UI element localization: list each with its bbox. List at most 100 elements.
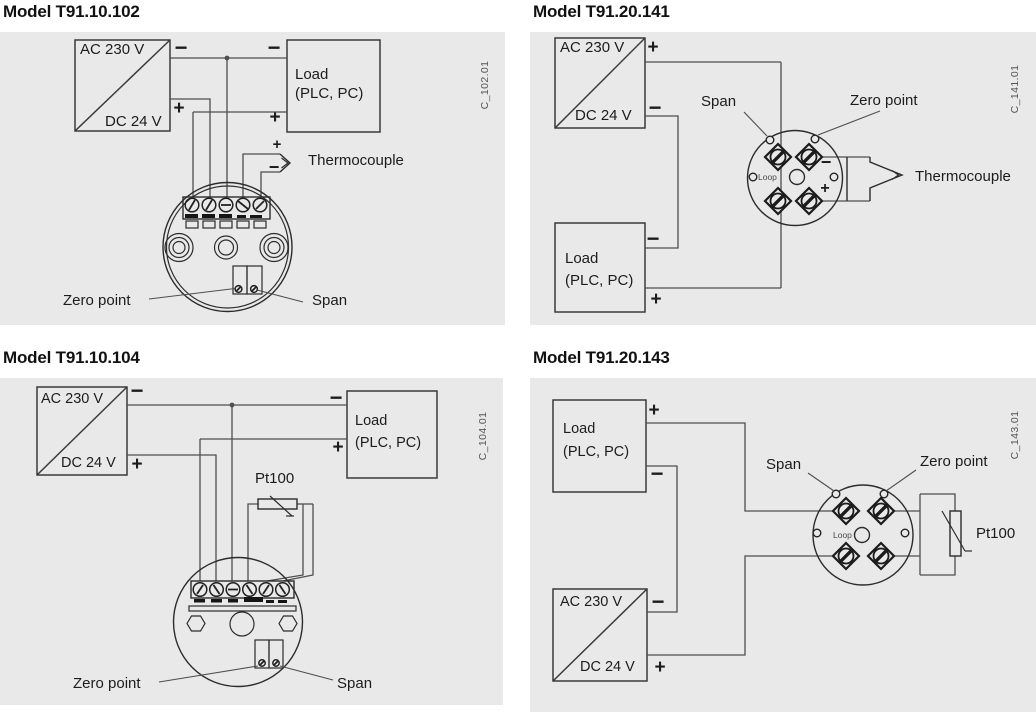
dc-voltage-label: DC 24 V [575,107,632,124]
terminal-block [182,196,271,220]
sensor-label: Pt100 [255,470,294,487]
load-minus-sign: − [268,35,281,60]
span-label: Span [312,292,347,309]
ac-voltage-label: AC 230 V [560,39,624,56]
sensor-label: Thermocouple [308,152,404,169]
model-title-t91-10-102: Model T91.10.102 [3,2,140,21]
load-plus-sign: + [332,437,343,458]
zero-potentiometer [232,265,248,295]
callouts: Zero point Span [73,665,372,692]
model-title-t91-20-143: Model T91.20.143 [533,348,670,367]
panel-t91-10-104: AC 230 V DC 24 V Load (PLC, PC) − + − + [0,378,503,705]
thermocouple-plus-sign: + [273,136,282,153]
panel-t91-20-141: AC 230 V DC 24 V Load (PLC, PC) + − − + [530,32,1036,325]
power-supply-symbol: AC 230 V DC 24 V [36,386,128,476]
loop-label: Loop [833,530,852,540]
terminal-markings [194,597,287,603]
power-supply-symbol: AC 230 V DC 24 V [552,588,648,682]
terminal-sw [831,541,861,571]
load-plus-sign: + [269,107,280,128]
load-plus-sign: + [650,289,661,310]
transmitter-head-symbol [172,556,304,688]
load-sublabel: (PLC, PC) [355,435,421,451]
left-test-hole [748,172,758,182]
supply-plus-sign: + [647,37,658,58]
transmitter-head-symbol: Loop − + [746,129,844,227]
ac-voltage-label: AC 230 V [560,594,622,610]
terminal-block [190,580,295,599]
terminal-nw [831,496,861,526]
load-minus-sign: − [330,385,343,410]
load-minus-sign: − [651,461,664,486]
diagram-t91-20-143: Load (PLC, PC) AC 230 V DC 24 V + − − + [552,399,1021,682]
panel-t91-20-143: Load (PLC, PC) AC 230 V DC 24 V + − − + [530,378,1036,712]
span-adjust-hole [831,489,841,499]
load-label: Load [355,413,387,429]
zero-adjust-hole [879,489,889,499]
sensor-label: Thermocouple [915,168,1011,185]
figure-code: C_143.01 [1009,411,1021,460]
figure-code: C_104.01 [477,412,489,461]
span-potentiometer [268,639,284,669]
ac-voltage-label: AC 230 V [41,391,103,407]
center-bushing [229,611,255,637]
center-hole [788,168,806,186]
load-label: Load [565,250,598,267]
terminal-ne [866,496,896,526]
polarity-signs: − + − + [131,378,344,475]
zero-point-label: Zero point [850,92,918,109]
dc-voltage-label: DC 24 V [580,659,635,675]
span-label: Span [337,675,372,692]
load-sublabel: (PLC, PC) [295,85,363,102]
zero-point-label: Zero point [63,292,131,309]
zero-point-label: Zero point [73,675,141,692]
panel-t91-10-102: AC 230 V DC 24 V Load (PLC, PC) − − + + [0,32,505,325]
supply-plus-sign: + [131,454,142,475]
left-test-hole [812,528,822,538]
head-plus-sign: + [820,180,829,197]
transmitter-head-symbol: Loop [812,484,914,586]
load-symbol: Load (PLC, PC) [346,390,438,479]
model-title-t91-10-104: Model T91.10.104 [3,348,140,367]
wiring [646,422,956,656]
diagram-t91-10-104: AC 230 V DC 24 V Load (PLC, PC) − + − + [36,378,489,692]
diagram-t91-20-141: AC 230 V DC 24 V Load (PLC, PC) + − − + [554,37,1021,313]
supply-plus-sign: + [654,657,665,678]
load-symbol: Load (PLC, PC) [552,399,647,493]
center-bushing [213,235,239,260]
supply-minus-sign: − [649,95,662,120]
load-minus-sign: − [647,226,660,251]
terminal-ne [794,142,824,172]
span-label: Span [701,93,736,110]
transmitter-head-symbol [162,181,293,313]
right-test-hole [829,172,839,182]
load-sublabel: (PLC, PC) [565,272,633,289]
ac-voltage-label: AC 230 V [80,41,144,58]
wiring [170,55,287,197]
sensor-label: Pt100 [976,525,1015,542]
head-minus-sign: − [821,152,832,172]
terminal-screws [184,197,268,213]
cable-gland-right [259,232,289,263]
wiring [127,402,347,582]
zero-adjust-hole [810,134,820,144]
supply-minus-sign: − [175,35,188,60]
span-potentiometer [246,265,263,295]
thermocouple-symbol: Thermocouple [846,157,1011,201]
supply-minus-sign: − [652,589,665,614]
load-symbol: Load (PLC, PC) [286,39,381,133]
figure-code: C_102.01 [479,61,491,110]
figure-code: C_141.01 [1009,65,1021,114]
polarity-signs: − − + + [173,35,280,128]
load-plus-sign: + [648,400,659,421]
loop-label: Loop [758,172,777,182]
thermocouple-minus-sign: − [269,157,280,177]
supply-minus-sign: − [131,378,144,403]
pt100-symbol: Pt100 [255,470,298,517]
hex-standoff-left [186,615,206,632]
span-label: Span [766,456,801,473]
wiring [645,61,870,289]
dc-voltage-label: DC 24 V [105,113,162,130]
terminal-clamps [185,220,267,229]
